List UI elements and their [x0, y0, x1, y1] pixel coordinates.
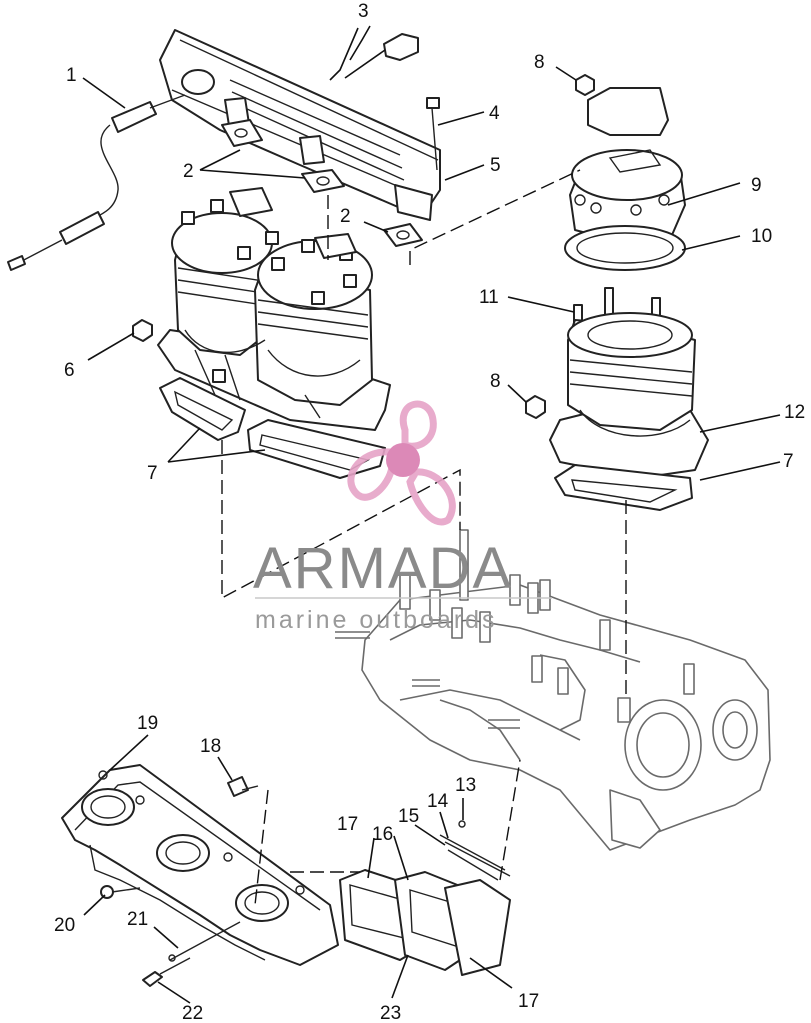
head-nut-top	[575, 74, 595, 96]
callout-4: 4	[489, 103, 500, 124]
reed-valve-assembly	[339, 820, 511, 976]
callout-8-mid: 8	[490, 371, 501, 392]
callout-12: 12	[784, 402, 805, 423]
propeller-blade-top	[399, 400, 437, 450]
callout-20: 20	[54, 915, 75, 936]
temperature-sensor	[7, 94, 186, 271]
cylinder-base-gaskets	[159, 377, 386, 479]
cylinder-nut-right	[525, 395, 546, 419]
callout-numbers: 1 2 2 3 4 5 6 7 7 8 8 9 10 11 12 13 14 1…	[54, 1, 805, 1023]
callout-10: 10	[751, 226, 772, 247]
callout-9: 9	[751, 175, 762, 196]
callout-17-top: 17	[337, 814, 358, 835]
callout-22: 22	[182, 1003, 203, 1023]
cylinder-nut	[132, 319, 153, 342]
callout-2-left: 2	[183, 161, 194, 182]
crankcase	[335, 529, 771, 851]
callout-18: 18	[200, 736, 221, 757]
callout-21: 21	[127, 909, 148, 930]
callout-15: 15	[398, 806, 419, 827]
leader-lines	[82, 25, 781, 1004]
twin-cylinder-assembly	[157, 187, 391, 431]
callout-5: 5	[490, 155, 501, 176]
assembly-lines	[221, 169, 627, 906]
callout-16: 16	[372, 824, 393, 845]
single-cylinder-assembly	[549, 87, 709, 511]
callout-23: 23	[380, 1003, 401, 1023]
watermark-tagline: marine outboards	[255, 606, 498, 634]
callout-17-bottom: 17	[518, 991, 539, 1012]
callout-7-right: 7	[783, 451, 794, 472]
callout-14: 14	[427, 791, 449, 812]
callout-6: 6	[64, 360, 75, 381]
watermark-brand: ARMADA	[253, 536, 513, 601]
callout-11: 11	[479, 287, 499, 308]
callout-3: 3	[358, 1, 369, 22]
callout-2-right: 2	[340, 206, 351, 227]
callout-13: 13	[455, 775, 476, 796]
callout-8-top: 8	[534, 52, 545, 73]
callout-7-left: 7	[147, 463, 158, 484]
exhaust-gaskets	[221, 119, 423, 247]
watermark-logo	[347, 400, 456, 526]
propeller-hub	[386, 443, 420, 477]
propeller-blade-left	[347, 448, 396, 501]
exhaust-fittings	[383, 33, 440, 171]
intake-manifold	[61, 764, 339, 966]
callout-19: 19	[137, 713, 158, 734]
propeller-blade-right	[406, 468, 456, 526]
callout-1: 1	[66, 65, 77, 86]
